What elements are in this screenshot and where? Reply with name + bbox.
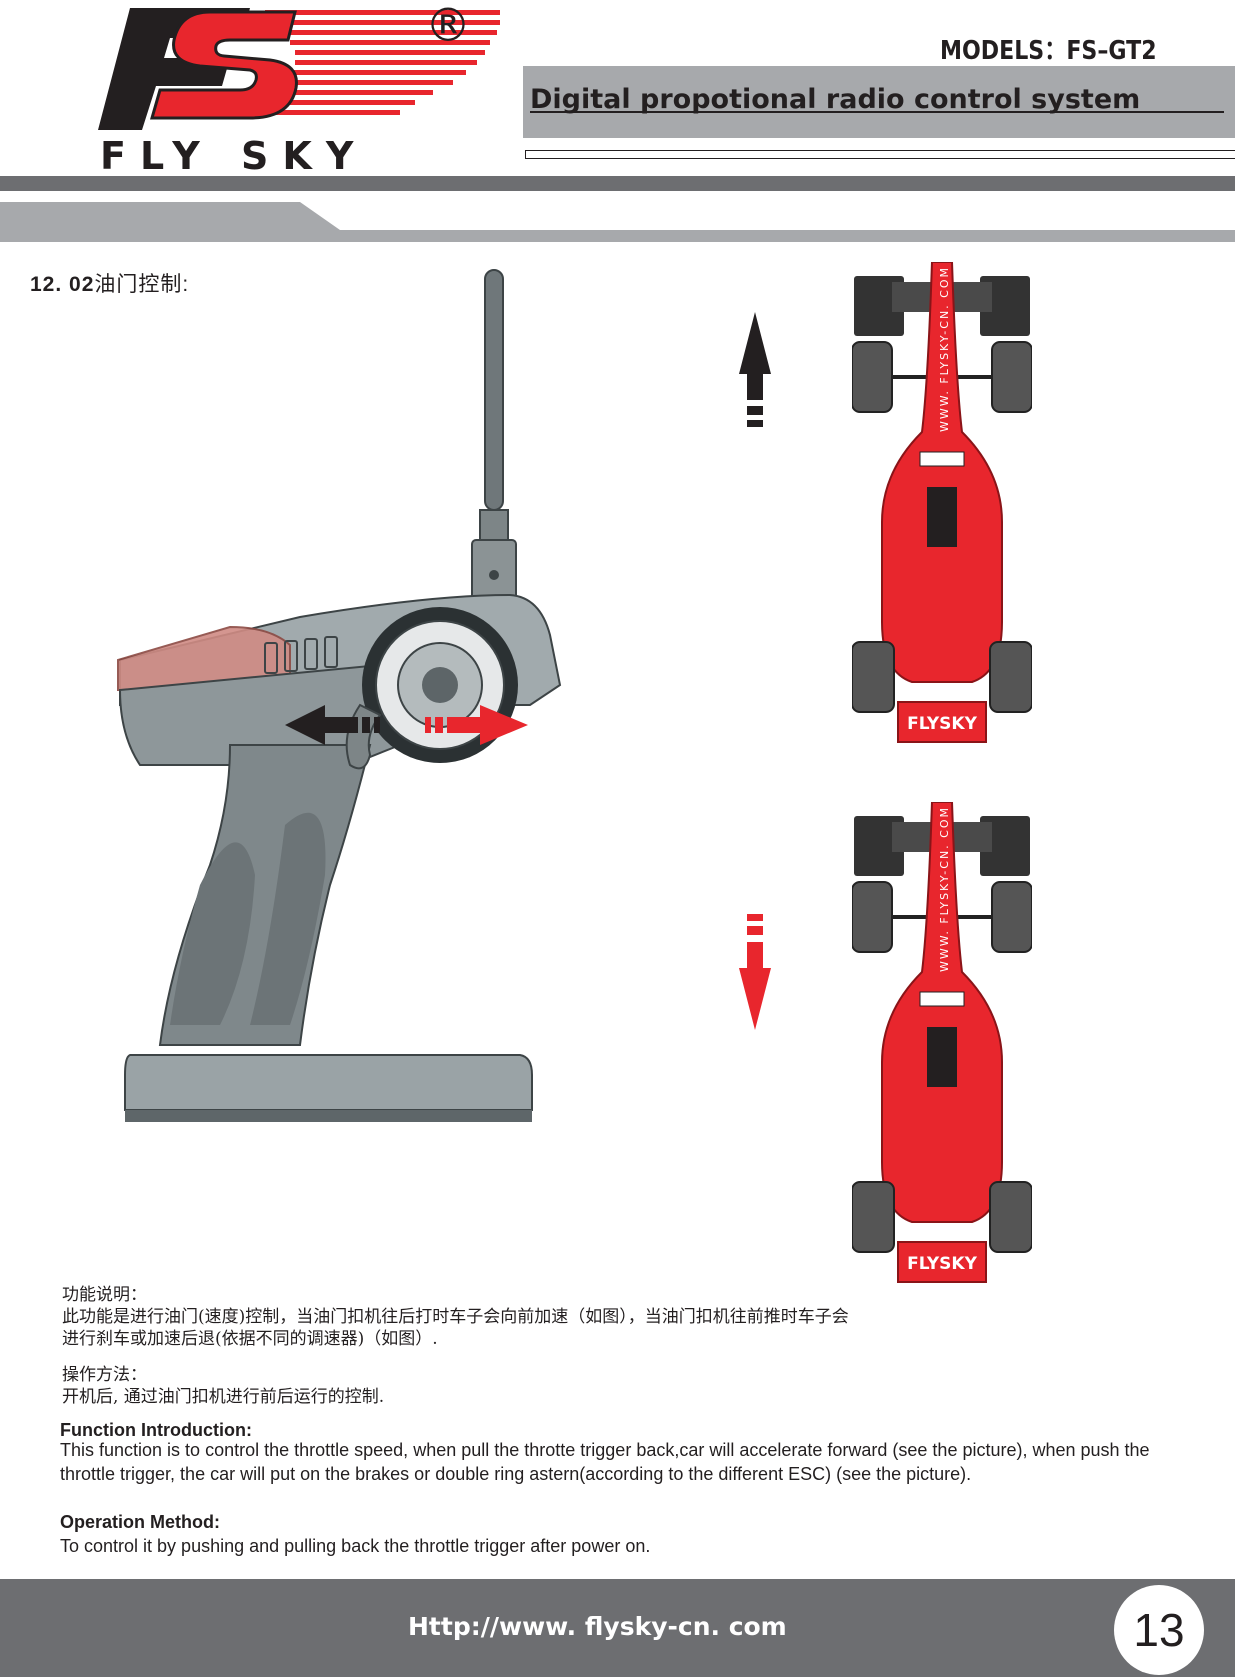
section-name: 油门控制:: [94, 273, 190, 296]
website-url[interactable]: Http://www. flysky-cn. com: [408, 1612, 787, 1641]
document-subtitle: Digital propotional radio control system: [530, 84, 1141, 115]
header-slim-bar: [525, 150, 1235, 159]
car-side-text: WWW. FLYSKY-CN. COM: [938, 806, 951, 972]
subtitle-underline: [530, 111, 1224, 113]
page-number-text: 13: [1133, 1604, 1185, 1656]
registered-trademark-icon: ®: [425, 0, 471, 52]
cn-operation-line-1: 开机后, 通过油门扣机进行前后运行的控制.: [62, 1387, 385, 1407]
car-side-text: WWW. FLYSKY-CN. COM: [938, 266, 951, 432]
cn-operation-heading: 操作方法：: [62, 1365, 147, 1385]
race-car-forward-illustration: FLYSKY WWW. FLYSKY-CN. COM: [852, 262, 1032, 743]
logo: [90, 0, 505, 178]
page-number: 13: [1114, 1585, 1204, 1675]
en-function-heading: Function Introduction:: [60, 1420, 252, 1440]
en-function-body: This function is to control the throttle…: [60, 1440, 1150, 1484]
footer-band: [0, 1579, 1235, 1677]
cn-function-line-1: 此功能是进行油门(速度)控制，当油门扣机往后打时车子会向前加速（如图），当油门扣…: [62, 1307, 849, 1327]
forward-arrow-icon: [739, 312, 771, 427]
brand-name: FLY SKY: [100, 134, 368, 178]
race-car-backward-illustration: FLYSKY WWW. FLYSKY-CN. COM: [852, 802, 1032, 1283]
backward-arrow-icon: [739, 914, 771, 1030]
cn-function-line-2: 进行刹车或加速后退(依据不同的调速器)（如图）.: [62, 1329, 438, 1349]
section-title: 12. 02油门控制:: [30, 268, 189, 298]
header-gray-strip: [0, 176, 1235, 191]
transmitter-illustration: [117, 269, 562, 1122]
subtitle-band: [523, 66, 1235, 138]
models-label: MODELS：FS–GT2: [940, 36, 1157, 66]
en-operation-body: To control it by pushing and pulling bac…: [60, 1536, 651, 1556]
section-tab-band: [0, 202, 1235, 242]
cn-function-heading: 功能说明：: [62, 1285, 147, 1305]
en-operation-heading: Operation Method:: [60, 1512, 220, 1532]
section-number: 12. 02: [30, 273, 95, 296]
car-brand-label: FLYSKY: [907, 714, 978, 734]
fs-logo-icon: [98, 8, 505, 130]
car-brand-label: FLYSKY: [907, 1254, 978, 1274]
